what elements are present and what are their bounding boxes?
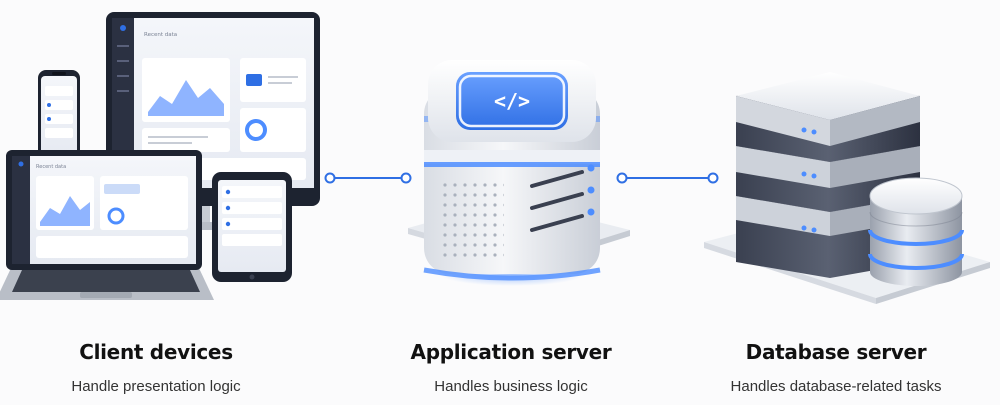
laptop-screen-label: Recent data [36,164,66,170]
connector-endpoint [707,172,719,184]
application-server-title: Application server [410,340,612,364]
laptop-icon: Recent data [0,150,214,300]
connector-endpoint [400,172,412,184]
client-devices-subtitle: Handle presentation logic [71,378,241,395]
application-server-illustration: </> [408,60,630,286]
database-server-subtitle: Handles database-related tasks [730,378,942,395]
phone-icon [38,70,80,160]
database-server-caption: Database server Handles database-related… [686,340,986,395]
database-server-title: Database server [745,340,927,364]
database-server-illustration [704,72,990,304]
client-devices-caption: Client devices Handle presentation logic [6,340,306,395]
monitor-screen-label: Recent data [144,32,177,38]
application-server-caption: Application server Handles business logi… [361,340,661,395]
rack-unit-1 [736,72,920,162]
server-slot-bars [530,164,595,232]
connector-endpoint [324,172,336,184]
code-icon-plate [456,72,568,130]
connector-client-app [324,172,412,184]
client-devices-illustration: Recent data [0,12,320,300]
connector-app-db [616,172,719,184]
monitor-icon: Recent data [106,12,320,230]
client-devices-title: Client devices [79,340,233,364]
tablet-icon [212,172,292,282]
connector-endpoint [616,172,628,184]
application-server-subtitle: Handles business logic [434,378,588,395]
database-cylinder-icon [868,177,964,286]
code-icon: </> [494,89,530,113]
